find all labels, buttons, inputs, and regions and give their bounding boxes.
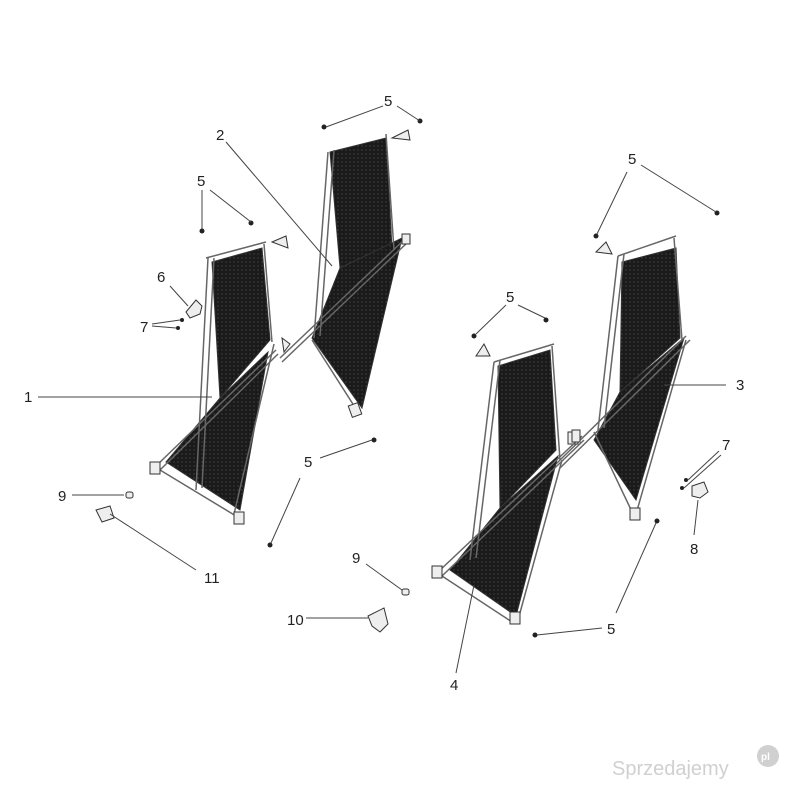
watermark: Sprzedajemy pl (612, 745, 779, 780)
callout-label: 11 (204, 570, 220, 587)
pin-7-left-a (180, 318, 184, 322)
callout-label: 5 (628, 151, 636, 168)
part-9-plug-center (401, 588, 410, 596)
part-6-bracket (185, 299, 203, 319)
cap-part (475, 343, 491, 357)
part-4-panel (431, 343, 585, 625)
screw-5-center-a (371, 437, 377, 443)
callout-label: 5 (506, 289, 514, 306)
hardware-parts (95, 118, 720, 638)
watermark-badge-text: pl (761, 752, 770, 763)
screw-5-right-a (593, 233, 599, 239)
screw-5-center-b (267, 542, 273, 548)
part-10-clip (367, 607, 389, 633)
callout-label: 3 (736, 377, 744, 394)
callout-label: 9 (58, 488, 66, 505)
callout-label: 7 (722, 437, 730, 454)
part-9-plug-left (125, 491, 134, 499)
part-2-panel (279, 129, 411, 418)
part-11-clip (95, 505, 115, 523)
screw-5-lower-b (532, 632, 538, 638)
cap-part (594, 241, 613, 255)
callout-label: 9 (352, 550, 360, 567)
callout-label: 5 (304, 454, 312, 471)
screw-5-left-b (248, 220, 254, 226)
callout-label: 6 (157, 269, 165, 286)
screw-5-mid-a (471, 333, 477, 339)
callout-label: 8 (690, 541, 698, 558)
part-1-panel (149, 235, 291, 525)
callout-label: 5 (197, 173, 205, 190)
callout-labels: 1 2 3 4 5 5 5 5 5 5 6 7 7 8 9 9 10 11 (24, 93, 744, 694)
pin-7-right-a (684, 478, 688, 482)
screw-5-lower-a (654, 518, 660, 524)
watermark-badge (757, 745, 779, 767)
pin-7-left-b (176, 326, 180, 330)
watermark-text: Sprzedajemy (612, 758, 729, 780)
callout-label: 1 (24, 389, 32, 406)
screw-5-top-a (321, 124, 327, 130)
leader-lines (38, 105, 726, 674)
screw-5-left-a (199, 228, 205, 234)
callout-label: 7 (140, 319, 148, 336)
callout-label: 5 (607, 621, 615, 638)
callout-label: 5 (384, 93, 392, 110)
part-8-bracket (691, 481, 709, 499)
screw-5-mid-b (543, 317, 549, 323)
part-3-panel (555, 235, 691, 521)
callout-label: 2 (216, 127, 224, 144)
pin-7-right-b (680, 486, 684, 490)
callout-label: 4 (450, 677, 458, 694)
callout-label: 10 (287, 612, 304, 629)
